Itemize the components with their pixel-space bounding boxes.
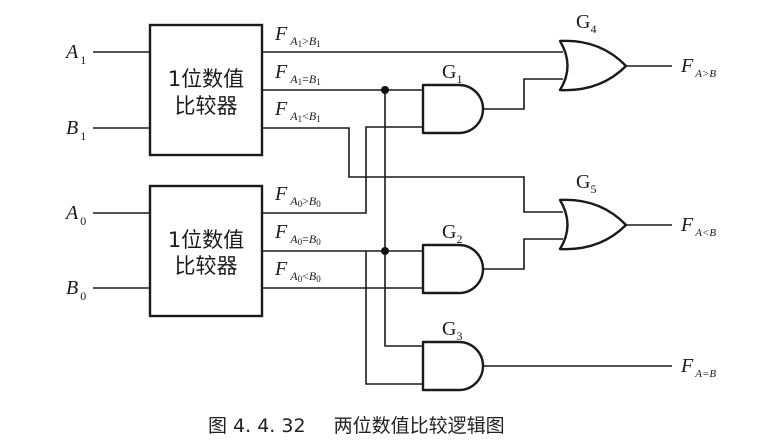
junction-dot-top: [381, 86, 389, 94]
wire-a0-gt-b0-to-g1: [262, 126, 423, 214]
gate-label-g5: G5: [576, 171, 596, 196]
and-gate-g3: [421, 340, 485, 392]
or-gate-g5: [558, 198, 628, 251]
comparator-bottom-label-line2: 比较器: [175, 254, 238, 278]
junction-dot-bottom: [381, 247, 389, 255]
gate-label-g2: G2: [442, 221, 462, 246]
comparator-top-label-line1: 1位数值: [168, 67, 244, 91]
or-gate-g4: [558, 39, 628, 92]
comparator-box-top: [148, 23, 264, 157]
comparator-top-label-line2: 比较器: [175, 94, 238, 118]
gate-label-g4: G4: [576, 11, 596, 36]
wire-a0-eq-b0-to-g3: [365, 251, 423, 385]
and-gate-g1: [421, 83, 485, 135]
figure-caption: 图 4. 4. 32 两位数值比较逻辑图: [208, 415, 505, 437]
figure-number: 图 4. 4. 32: [208, 415, 306, 437]
wire-g1-to-g4: [483, 78, 563, 110]
comparator-bottom-label-line1: 1位数值: [168, 228, 244, 252]
gate-label-g3: G3: [442, 318, 462, 343]
figure-title: 两位数值比较逻辑图: [334, 415, 505, 437]
and-gate-g2: [421, 243, 485, 295]
comparator-box-bottom: [148, 184, 264, 318]
wire-eq-bus-to-g3: [384, 90, 423, 347]
wire-g2-to-g5: [483, 238, 563, 270]
wire-a1-lt-b1-to-g5: [262, 127, 563, 213]
gate-label-g1: G1: [442, 61, 462, 86]
